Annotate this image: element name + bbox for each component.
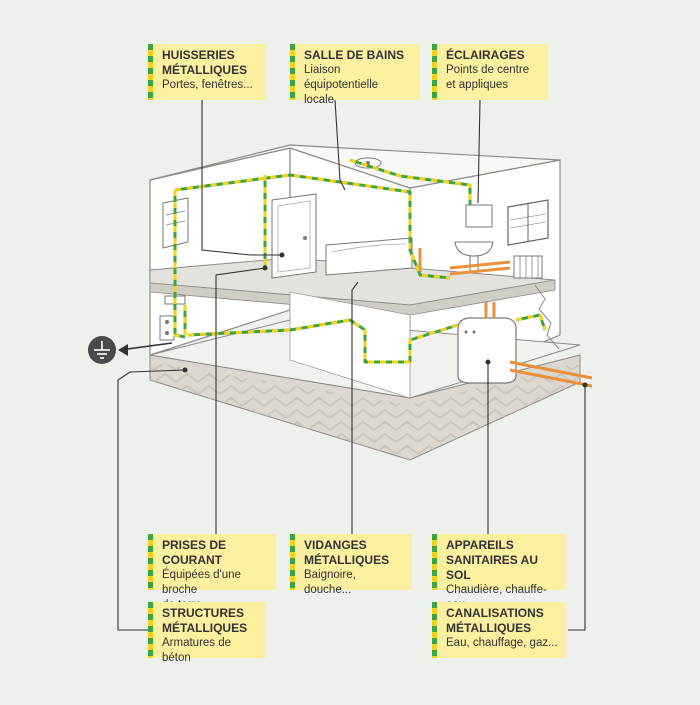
interior-door xyxy=(271,193,317,279)
label-prises-title: PRISES DE COURANT xyxy=(162,538,227,567)
label-huisseries: HUISSERIES MÉTALLIQUES Portes, fenêtres.… xyxy=(148,44,266,100)
label-prises: PRISES DE COURANT Équipées d'une broche … xyxy=(148,534,276,611)
earth-ground-icon xyxy=(88,336,116,364)
label-huisseries-title-1: HUISSERIES xyxy=(162,48,235,62)
copper-pipes xyxy=(418,248,593,388)
wall-cutaway-edge xyxy=(534,284,560,350)
window xyxy=(507,199,549,246)
label-eclairages-desc-1: Points de centre xyxy=(446,64,530,76)
label-appareils-title-2: SANITAIRES AU SOL xyxy=(446,553,539,582)
label-structures: STRUCTURES MÉTALLIQUES Armatures de béto… xyxy=(148,602,266,664)
label-prises-desc-1: Équipées d'une broche xyxy=(162,569,241,596)
label-huisseries-title-2: MÉTALLIQUES xyxy=(162,63,248,77)
label-salle-de-bains-desc-1: Liaison équipotentielle xyxy=(304,64,379,91)
bathtub xyxy=(325,237,413,276)
ground-arrow xyxy=(118,342,173,356)
label-structures-title-1: STRUCTURES xyxy=(162,606,245,620)
label-appareils: APPAREILS SANITAIRES AU SOL Chaudière, c… xyxy=(432,534,566,611)
label-appareils-title-1: APPAREILS xyxy=(446,538,514,552)
label-canalisations-title-1: CANALISATIONS xyxy=(446,606,544,620)
label-canalisations-title-2: MÉTALLIQUES xyxy=(446,621,532,635)
label-canalisations-desc: Eau, chauffage, gaz... xyxy=(446,637,558,649)
label-structures-desc: Armatures de béton xyxy=(162,637,232,664)
label-salle-de-bains-title: SALLE DE BAINS xyxy=(304,48,405,62)
leader-lines xyxy=(117,99,588,631)
label-salle-de-bains: SALLE DE BAINS Liaison équipotentielle l… xyxy=(290,44,420,106)
ground-floor-back-wall xyxy=(289,291,411,399)
label-salle-de-bains-desc-2: locale xyxy=(304,94,335,106)
label-vidanges-desc: Baignoire, douche... xyxy=(304,569,356,596)
label-eclairages-desc-2: et appliques xyxy=(446,79,509,91)
ceiling-light xyxy=(354,157,382,169)
label-structures-title-2: MÉTALLIQUES xyxy=(162,621,248,635)
label-canalisations: CANALISATIONS MÉTALLIQUES Eau, chauffage… xyxy=(432,602,566,658)
label-eclairages: ÉCLAIRAGES Points de centre et appliques xyxy=(432,44,548,100)
washbasin xyxy=(454,204,494,273)
label-eclairages-title: ÉCLAIRAGES xyxy=(446,48,525,62)
label-vidanges: VIDANGES MÉTALLIQUES Baignoire, douche..… xyxy=(290,534,412,596)
label-vidanges-title-1: VIDANGES xyxy=(304,538,367,552)
label-vidanges-title-2: MÉTALLIQUES xyxy=(304,553,390,567)
radiator xyxy=(513,255,543,279)
label-huisseries-desc: Portes, fenêtres... xyxy=(162,79,253,91)
water-heater xyxy=(457,317,517,384)
earth-conductor xyxy=(173,158,547,364)
